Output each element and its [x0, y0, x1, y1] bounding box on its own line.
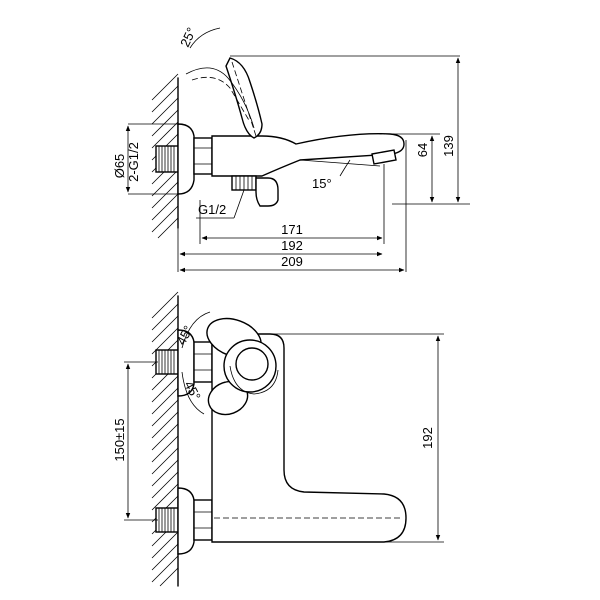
dim-192-label: 192 — [281, 238, 303, 253]
dim-171-label: 171 — [281, 222, 303, 237]
lever-tilted-inner — [191, 76, 251, 123]
lower-escutcheon — [177, 487, 195, 555]
upper-connector-thread — [158, 350, 175, 374]
upper-nut — [193, 341, 213, 383]
dim-64-label: 64 — [415, 143, 430, 157]
spout-angle-ref — [299, 159, 381, 167]
angle-arc-top — [181, 311, 211, 349]
dim-209-label: 209 — [281, 254, 303, 269]
top-view: 25° 15° 64 139 Ø65 2-G1/2 G1/2 171 192 2… — [112, 25, 470, 273]
angle-arc-25 — [189, 27, 221, 49]
wall-hatching — [151, 73, 179, 239]
lower-connector-thread — [158, 508, 175, 532]
connector-thread — [158, 146, 175, 172]
dim-thread-label: 2-G1/2 — [126, 142, 141, 182]
angle-25-label: 25° — [177, 25, 199, 49]
angle-arc-bottom — [181, 371, 205, 415]
angle-arc-15 — [339, 159, 351, 177]
dim-d65-label: Ø65 — [112, 154, 127, 179]
spout-aerator — [371, 149, 397, 165]
angle-15-label: 15° — [312, 176, 332, 191]
lever-tilted — [185, 67, 255, 129]
escutcheon — [177, 123, 195, 195]
wall-hatching-front — [151, 291, 179, 587]
dim-192-front-label: 192 — [420, 427, 435, 449]
dim-139-label: 139 — [441, 135, 456, 157]
diverter-knob — [255, 177, 279, 207]
lower-nut — [193, 499, 213, 541]
dim-150-label: 150±15 — [112, 418, 127, 461]
dim-g12-label: G1/2 — [198, 202, 226, 217]
hex-nut — [193, 137, 213, 175]
front-view: 45° 45° 150±15 192 — [112, 291, 444, 587]
cartridge-cap-inner — [235, 347, 269, 381]
mixer-body — [211, 133, 405, 177]
